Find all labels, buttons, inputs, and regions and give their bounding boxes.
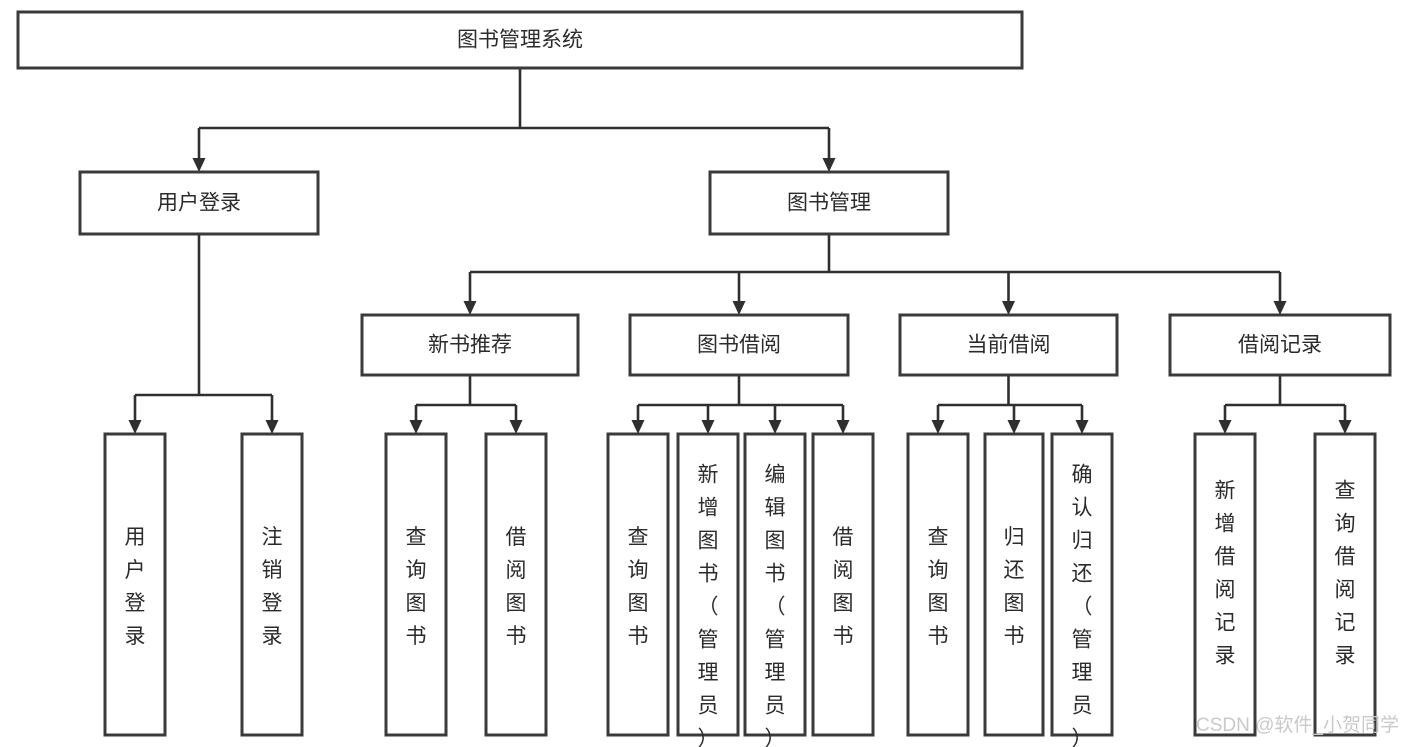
node-label: 借阅图书 bbox=[833, 526, 854, 648]
node-label: 新书推荐 bbox=[428, 334, 512, 357]
node-box bbox=[983, 432, 1045, 737]
node-root-root[interactable]: 图书管理系统 bbox=[16, 10, 1024, 70]
node-layer: 图书管理系统用户登录图书管理新书推荐图书借阅当前借阅借阅记录用户登录注销登录查询… bbox=[16, 10, 1392, 747]
arrow-head-icon bbox=[768, 420, 782, 434]
node-box bbox=[1050, 432, 1114, 737]
node-box bbox=[708, 170, 950, 236]
node-leaf-leaf-query-book[interactable]: 查询图书 bbox=[606, 432, 670, 737]
arrow-head-icon bbox=[1273, 301, 1287, 315]
node-label: 新增图书（管理员） bbox=[698, 464, 719, 747]
arrow-head-icon bbox=[1002, 301, 1015, 315]
node-leaf-leaf-confirm-return[interactable]: 确认归还（管理员） bbox=[1050, 432, 1114, 747]
node-box bbox=[240, 432, 304, 737]
node-label: 用户登录 bbox=[157, 192, 241, 215]
node-box bbox=[103, 432, 167, 737]
arrow-head-icon bbox=[1338, 420, 1352, 434]
node-level2-user-login[interactable]: 用户登录 bbox=[78, 170, 320, 236]
node-level3-new-book-rec[interactable]: 新书推荐 bbox=[360, 313, 580, 377]
arrow-head-icon bbox=[463, 301, 477, 315]
node-box bbox=[811, 432, 875, 737]
node-label: 图书管理 bbox=[787, 192, 871, 215]
node-leaf-leaf-borrow-book-rec[interactable]: 借阅图书 bbox=[484, 432, 548, 737]
node-label: 查询图书 bbox=[928, 526, 949, 648]
node-label: 图书借阅 bbox=[697, 334, 781, 357]
arrow-head-icon bbox=[1075, 420, 1089, 434]
node-label: 确认归还（管理员） bbox=[1072, 464, 1093, 747]
node-level3-borrow-record[interactable]: 借阅记录 bbox=[1168, 313, 1392, 377]
arrow-head-icon bbox=[701, 420, 715, 434]
node-leaf-leaf-user-logout[interactable]: 注销登录 bbox=[240, 432, 304, 737]
node-box bbox=[384, 432, 448, 737]
node-level3-book-borrow[interactable]: 图书借阅 bbox=[628, 313, 850, 377]
node-leaf-leaf-user-login[interactable]: 用户登录 bbox=[103, 432, 167, 737]
arrow-head-icon bbox=[732, 301, 746, 315]
node-leaf-leaf-add-book[interactable]: 新增图书（管理员） bbox=[676, 432, 740, 747]
node-box bbox=[606, 432, 670, 737]
node-label: 查询借阅记录 bbox=[1335, 480, 1356, 668]
arrow-head-icon bbox=[822, 158, 836, 172]
arrow-head-icon bbox=[128, 420, 142, 434]
node-level3-current-borrow[interactable]: 当前借阅 bbox=[898, 313, 1119, 377]
node-box bbox=[16, 10, 1024, 70]
node-label: 借阅记录 bbox=[1238, 334, 1322, 357]
node-label: 图书管理系统 bbox=[457, 29, 583, 52]
node-label: 编辑图书（管理员） bbox=[765, 464, 786, 747]
arrow-head-icon bbox=[265, 420, 279, 434]
arrow-head-icon bbox=[409, 420, 423, 434]
arrow-head-icon bbox=[192, 158, 206, 172]
node-box bbox=[484, 432, 548, 737]
node-label: 新增借阅记录 bbox=[1215, 480, 1236, 668]
node-label: 查询图书 bbox=[628, 526, 649, 648]
node-box bbox=[1193, 432, 1257, 737]
node-leaf-leaf-return-book[interactable]: 归还图书 bbox=[983, 432, 1045, 737]
node-leaf-leaf-query-book-cur[interactable]: 查询图书 bbox=[906, 432, 970, 737]
arrow-head-icon bbox=[836, 420, 850, 434]
node-box bbox=[1168, 313, 1392, 377]
node-label: 归还图书 bbox=[1004, 526, 1025, 648]
node-leaf-leaf-edit-book[interactable]: 编辑图书（管理员） bbox=[743, 432, 807, 747]
node-label: 用户登录 bbox=[125, 526, 146, 648]
node-leaf-leaf-add-record[interactable]: 新增借阅记录 bbox=[1193, 432, 1257, 737]
node-box bbox=[78, 170, 320, 236]
csdn-watermark: CSDN @软件_小贺同学 bbox=[1196, 714, 1399, 736]
arrow-head-icon bbox=[1007, 420, 1021, 434]
arrow-head-icon bbox=[631, 420, 645, 434]
node-label: 当前借阅 bbox=[967, 334, 1051, 357]
node-box bbox=[743, 432, 807, 737]
node-label: 借阅图书 bbox=[506, 526, 527, 648]
node-box bbox=[898, 313, 1119, 377]
arrow-head-icon bbox=[1218, 420, 1232, 434]
node-leaf-leaf-query-record[interactable]: 查询借阅记录 bbox=[1313, 432, 1377, 737]
arrow-head-icon bbox=[509, 420, 523, 434]
node-box bbox=[628, 313, 850, 377]
node-leaf-leaf-borrow-book[interactable]: 借阅图书 bbox=[811, 432, 875, 737]
node-box bbox=[676, 432, 740, 737]
arrow-head-icon bbox=[931, 420, 945, 434]
node-box bbox=[360, 313, 580, 377]
node-leaf-leaf-query-book-rec[interactable]: 查询图书 bbox=[384, 432, 448, 737]
node-level2-book-manage[interactable]: 图书管理 bbox=[708, 170, 950, 236]
node-label: 查询图书 bbox=[406, 526, 427, 648]
node-box bbox=[1313, 432, 1377, 737]
connector-layer bbox=[128, 68, 1352, 434]
node-label: 注销登录 bbox=[262, 526, 283, 648]
node-box bbox=[906, 432, 970, 737]
